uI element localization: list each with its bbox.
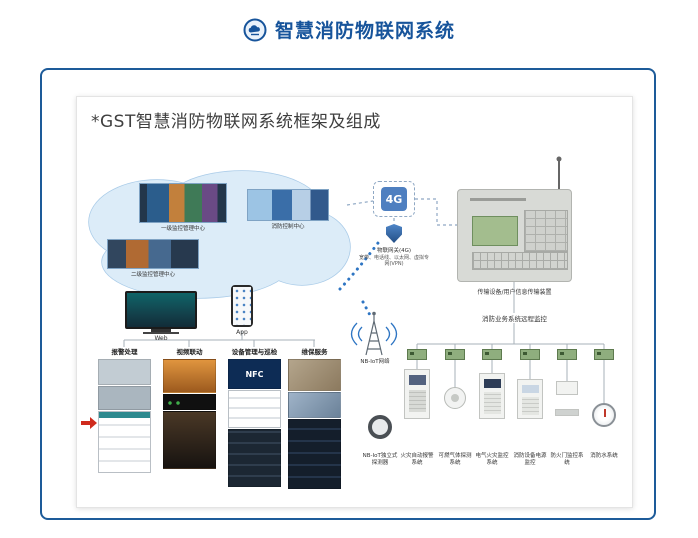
page-header: 智慧消防物联网系统 <box>0 16 698 43</box>
device-label: NB-IoT独立式探测器 <box>362 453 398 466</box>
transmitter-indicators <box>472 252 568 270</box>
interface-module <box>445 349 465 360</box>
device-label: 可燃气体探测系统 <box>438 453 472 466</box>
bus-label: 消防业务系统远程监控 <box>462 313 567 323</box>
diagram-card: *GST智慧消防物联网系统框架及组成 一级监控管理中心 消防控制中心 二级监控管… <box>76 96 633 508</box>
gas-detector-device <box>444 387 466 409</box>
panel-block-phone-mock <box>98 411 151 473</box>
interface-module <box>482 349 502 360</box>
nbiot-network-label: NB-IoT网络 <box>360 359 390 365</box>
app-phone <box>231 285 253 327</box>
interface-module <box>407 349 427 360</box>
monitor-center-1-image <box>139 183 227 223</box>
interface-module <box>594 349 614 360</box>
device-rows <box>409 390 426 412</box>
app-label: App <box>236 329 248 336</box>
device-lcd <box>522 385 539 393</box>
monitor-center-1-label: 一级监控管理中心 <box>160 226 205 232</box>
panel-block-nvr <box>163 394 216 410</box>
interface-module <box>557 349 577 360</box>
device-label: 防火门监控系统 <box>550 453 584 466</box>
panel-block <box>98 359 151 385</box>
detector-core <box>451 394 459 402</box>
tv-stand <box>151 329 171 332</box>
panel-block <box>228 390 281 428</box>
panel-block <box>163 411 216 469</box>
panel-device-management-title: 设备管理与巡检 <box>231 348 278 356</box>
panel-block <box>288 392 341 418</box>
tv-screen <box>127 293 195 327</box>
panel-alarm-handling-title: 报警处理 <box>111 348 138 356</box>
monitor-center-2-image <box>107 239 199 269</box>
gateway-4g-badge: 4G <box>381 187 407 211</box>
gateway-note: 宽带、电话线、以太网、虚拟专网(VPN) <box>359 255 430 268</box>
shield-icon <box>386 224 402 243</box>
red-arrow-icon <box>81 421 90 425</box>
cloud-logo-icon <box>243 18 267 41</box>
fire-control-center-image <box>247 189 329 221</box>
fire-alarm-panel-device <box>404 369 430 419</box>
panel-maintenance-service: 维保服务 <box>287 347 342 490</box>
panel-device-management: 设备管理与巡检 NFC <box>227 347 282 490</box>
transmitter-device <box>457 189 572 282</box>
fire-control-center-label: 消防控制中心 <box>271 224 305 230</box>
panel-maintenance-service-title: 维保服务 <box>301 348 328 356</box>
web-label: Web <box>154 335 168 342</box>
panel-block <box>288 359 341 391</box>
transmitter-brand-line <box>470 198 526 201</box>
interface-module <box>520 349 540 360</box>
gateway-dashed-frame <box>373 181 415 217</box>
monitor-center-2-label: 二级监控管理中心 <box>130 272 175 278</box>
phone-screen <box>233 287 251 325</box>
transmitter-buttons <box>524 210 568 252</box>
fire-door-monitor-device <box>556 381 578 395</box>
panel-video-linkage: 视频联动 <box>162 347 217 490</box>
device-label: 火灾自动报警系统 <box>400 453 434 466</box>
device-lcd <box>484 379 501 388</box>
water-flow-gauge-device <box>592 403 616 427</box>
electrical-fire-monitor-device <box>479 373 505 419</box>
panel-alarm-handling: 报警处理 <box>97 347 152 490</box>
power-monitor-device <box>517 379 543 419</box>
panel-block <box>228 429 281 487</box>
panel-video-linkage-title: 视频联动 <box>176 348 203 356</box>
content-frame: *GST智慧消防物联网系统框架及组成 一级监控管理中心 消防控制中心 二级监控管… <box>40 68 656 520</box>
device-rows <box>522 397 539 415</box>
transmitter-lcd <box>472 216 518 246</box>
tv-base <box>143 332 179 334</box>
nbiot-smoke-detector <box>368 415 392 439</box>
device-lcd <box>409 375 426 385</box>
panel-block <box>163 359 216 393</box>
red-arrow-head-icon <box>90 417 97 429</box>
page-title: 智慧消防物联网系统 <box>274 20 455 42</box>
web-monitor <box>125 291 197 329</box>
device-rows <box>484 392 501 414</box>
gateway-label: 物联网关(4G) <box>376 248 412 254</box>
device-label: 电气火灾监控系统 <box>475 453 509 466</box>
gauge-needle <box>604 409 606 417</box>
panel-block <box>288 419 341 489</box>
panel-block <box>98 386 151 410</box>
diagram-title: *GST智慧消防物联网系统框架及组成 <box>91 112 381 132</box>
transmitter-label: 传输设备/用户信息传输装置 <box>477 289 552 296</box>
nfc-badge: NFC <box>228 359 281 389</box>
device-label: 消防水系统 <box>590 453 618 459</box>
device-label: 消防设备电源监控 <box>513 453 547 466</box>
door-closer-device <box>555 409 579 416</box>
